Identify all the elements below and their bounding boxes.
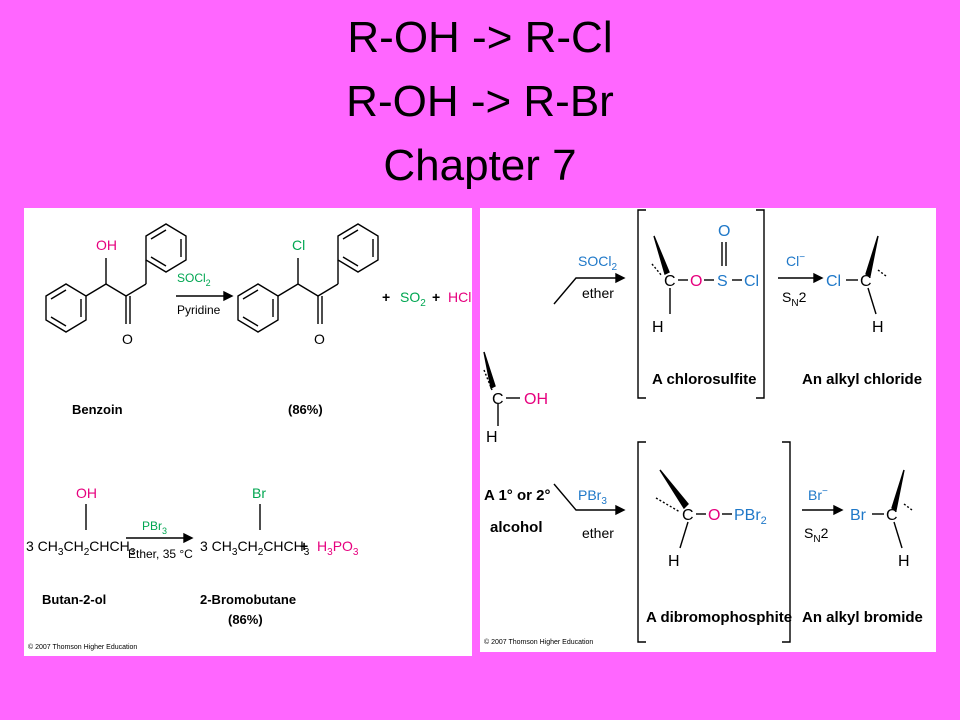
title-line-2: R-OH -> R-Br bbox=[346, 77, 614, 126]
top-intermediate-c: C bbox=[664, 273, 676, 290]
bromobutane-name: 2-Bromobutane bbox=[200, 592, 296, 607]
alkyl-chloride-h: H bbox=[872, 319, 884, 336]
bottom-pbr3-reagent: PBr3 bbox=[578, 487, 607, 507]
benzoin-yield: (86%) bbox=[288, 402, 323, 417]
bottom-intermediate-c: C bbox=[682, 507, 694, 524]
top-socl2-reagent: SOCl2 bbox=[578, 253, 617, 273]
left-reaction-panel: OH O SOCl2 Pyridine Cl O + SO2 + HCl Ben… bbox=[24, 208, 472, 656]
ether-conditions: Ether, 35 °C bbox=[128, 547, 193, 561]
h3po3-product: H3PO3 bbox=[317, 538, 359, 558]
title-line-1: R-OH -> R-Cl bbox=[347, 13, 613, 62]
alcohol-label-1: A 1° or 2° bbox=[484, 487, 550, 504]
top-intermediate-cl: Cl bbox=[744, 273, 759, 290]
bottom-ether: ether bbox=[582, 525, 614, 541]
benzoin-o-label: O bbox=[122, 331, 133, 347]
socl2-reagent: SOCl2 bbox=[177, 271, 211, 288]
alcohol-label-2: alcohol bbox=[490, 519, 543, 536]
butanol-oh-label: OH bbox=[76, 485, 97, 501]
alcohol-h: H bbox=[486, 429, 498, 446]
pyridine-solvent: Pyridine bbox=[177, 303, 221, 317]
bottom-intermediate-h: H bbox=[668, 553, 680, 570]
left-copyright: © 2007 Thomson Higher Education bbox=[28, 643, 137, 651]
left-reaction-svg: OH O SOCl2 Pyridine Cl O + SO2 + HCl Ben… bbox=[26, 223, 471, 651]
bottom-intermediate-o: O bbox=[708, 507, 720, 524]
top-intermediate-s: S bbox=[717, 273, 728, 290]
bottom-bromide-nucleophile: Br− bbox=[808, 486, 828, 503]
product-cl-label: Cl bbox=[292, 237, 305, 253]
right-mechanism-panel: C OH H A 1° or 2° alcohol SOCl2 ether C … bbox=[480, 208, 936, 652]
so2-product: SO2 bbox=[400, 289, 426, 309]
top-ether: ether bbox=[582, 285, 614, 301]
alkyl-chloride-cl: Cl bbox=[826, 273, 841, 290]
top-intermediate-o-top: O bbox=[718, 223, 730, 240]
benzoin-name: Benzoin bbox=[72, 402, 123, 417]
benzoin-oh-label: OH bbox=[96, 237, 117, 253]
bottom-intermediate-pbr2: PBr2 bbox=[734, 507, 767, 527]
plus-sign-1: + bbox=[382, 289, 390, 305]
top-chloride-nucleophile: Cl− bbox=[786, 252, 805, 269]
bromobutane-formula: 3 CH3CH2CHCH3 bbox=[200, 538, 310, 558]
chlorosulfite-name: A chlorosulfite bbox=[652, 371, 756, 388]
alkyl-bromide-name: An alkyl bromide bbox=[802, 609, 923, 626]
product-o-label: O bbox=[314, 331, 325, 347]
bromobutane-br-label: Br bbox=[252, 485, 266, 501]
plus-sign-2: + bbox=[432, 289, 440, 305]
alkyl-chloride-c: C bbox=[860, 273, 872, 290]
right-copyright: © 2007 Thomson Higher Education bbox=[484, 638, 593, 646]
top-intermediate-h: H bbox=[652, 319, 664, 336]
top-intermediate-o: O bbox=[690, 273, 702, 290]
bromobutane-yield: (86%) bbox=[228, 612, 263, 627]
alkyl-bromide-c: C bbox=[886, 507, 898, 524]
alkyl-bromide-h: H bbox=[898, 553, 910, 570]
bottom-sn2: SN2 bbox=[804, 525, 829, 545]
right-mechanism-svg: C OH H A 1° or 2° alcohol SOCl2 ether C … bbox=[483, 209, 923, 646]
dibromophosphite-name: A dibromophosphite bbox=[646, 609, 792, 626]
title-line-3: Chapter 7 bbox=[383, 141, 577, 190]
plus-sign-3: + bbox=[300, 538, 308, 554]
alkyl-bromide-br: Br bbox=[850, 507, 867, 524]
butanol-name: Butan-2-ol bbox=[42, 592, 106, 607]
hcl-product: HCl bbox=[448, 289, 471, 305]
butanol-formula: 3 CH3CH2CHCH3 bbox=[26, 538, 136, 558]
alkyl-chloride-name: An alkyl chloride bbox=[802, 371, 922, 388]
top-sn2: SN2 bbox=[782, 289, 807, 309]
alcohol-c: C bbox=[492, 391, 504, 408]
alcohol-oh: OH bbox=[524, 391, 548, 408]
pbr3-reagent: PBr3 bbox=[142, 519, 167, 536]
